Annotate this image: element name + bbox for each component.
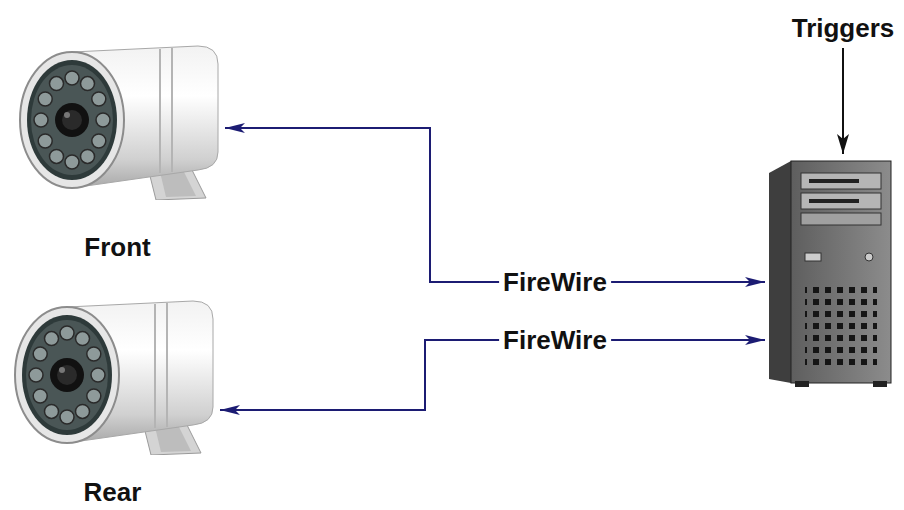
server-node	[765, 155, 895, 387]
firewire-connector	[225, 128, 765, 282]
camera-illustration	[5, 295, 220, 455]
server-illustration	[769, 161, 891, 387]
camera-illustration	[10, 40, 225, 200]
camera-label: Front	[84, 232, 150, 262]
camera-node: Front	[10, 40, 225, 262]
trigger-arrow	[842, 48, 844, 154]
camera-label: Rear	[84, 477, 142, 507]
trigger-label: Triggers	[788, 13, 899, 43]
firewire-connector	[220, 340, 765, 410]
edge-label: FireWire	[499, 325, 611, 355]
camera-illustration	[20, 46, 218, 200]
camera-illustration	[15, 301, 213, 455]
server-illustration	[765, 155, 895, 387]
edge-label: FireWire	[499, 267, 611, 297]
camera-node: Rear	[5, 295, 220, 507]
